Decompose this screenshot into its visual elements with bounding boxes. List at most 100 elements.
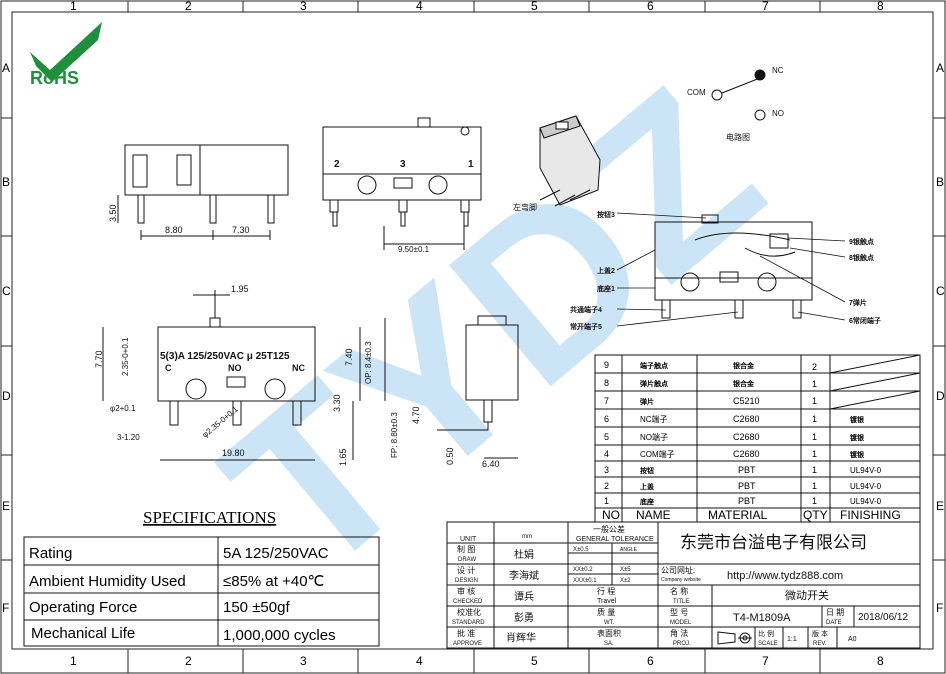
spec-value: 5A 125/250VAC bbox=[223, 545, 329, 562]
pin-label-2: 2 bbox=[334, 159, 340, 170]
dim-0-50: 0.50 bbox=[445, 447, 455, 465]
col-label: 4 bbox=[416, 0, 423, 13]
tb-scale-val: 1:1 bbox=[787, 636, 797, 643]
bom-name: 弹片 bbox=[640, 397, 654, 406]
bom-qty: 1 bbox=[812, 379, 817, 389]
pin-label-1: 1 bbox=[468, 159, 474, 170]
spec-label: Mechanical Life bbox=[31, 625, 135, 642]
row-label: C bbox=[936, 284, 945, 298]
dim-7-40: 7.40 bbox=[344, 348, 354, 366]
tb-website-label-en: Company website bbox=[661, 577, 701, 583]
tb-tol-title-en: GENERAL TOLERANCE bbox=[576, 536, 654, 543]
tb-tol: X±2 bbox=[620, 578, 631, 584]
bom-no: 5 bbox=[604, 432, 609, 442]
bom-name: 上盖 bbox=[640, 482, 654, 491]
top-view: 8.80 7.30 3.50 bbox=[108, 144, 289, 240]
spec-label: Rating bbox=[29, 545, 72, 562]
bom-name: 按钮 bbox=[640, 466, 654, 475]
label-no-terminal: 常开端子5 bbox=[570, 322, 602, 331]
bom-qty: 1 bbox=[812, 396, 817, 406]
row-label: F bbox=[936, 601, 943, 615]
specs-title: SPECIFICATIONS bbox=[143, 508, 276, 527]
bom-material: PBT bbox=[738, 481, 756, 491]
front-view: 2 3 1 9.50±0.1 bbox=[322, 117, 482, 254]
title-block-text: UNIT mm 一般公差 GENERAL TOLERANCE X±0.5 ANG… bbox=[452, 524, 908, 647]
spec-value: 150 ±50gf bbox=[223, 599, 290, 616]
dim-phi-2: φ2+0.1 bbox=[110, 404, 136, 413]
tb-check-label: 审 核 bbox=[457, 586, 475, 596]
col-label: 6 bbox=[647, 0, 654, 13]
bom-material: C2680 bbox=[733, 449, 760, 459]
tb-scale-label: 比 例 bbox=[758, 629, 774, 638]
side-view: 5(3)A 125/250VAC μ 25T125 C NO NC 1.95 7… bbox=[94, 284, 500, 469]
label-button: 按钮3 bbox=[597, 210, 615, 219]
bom-qty: 1 bbox=[812, 481, 817, 491]
marking-text: 5(3)A 125/250VAC μ 25T125 bbox=[160, 351, 290, 362]
tb-date-val: 2018/06/12 bbox=[858, 612, 908, 623]
dim-fp: FP: 8.80±0.3 bbox=[390, 412, 399, 458]
tb-proj-label: 角 法 bbox=[670, 628, 688, 638]
bom-material: PBT bbox=[738, 465, 756, 475]
col-label: 1 bbox=[70, 654, 77, 668]
specs-cells: Rating 5A 125/250VAC Ambient Humidity Us… bbox=[29, 545, 336, 644]
bom-name: COM端子 bbox=[640, 449, 675, 459]
tb-website: http://www.tydz888.com bbox=[727, 570, 843, 582]
tb-draw-name: 杜娟 bbox=[514, 548, 534, 561]
pin-label-3: 3 bbox=[400, 159, 406, 170]
tb-unit: UNIT bbox=[460, 536, 477, 543]
tb-company: 东莞市台溢电子有限公司 bbox=[680, 533, 867, 552]
tb-design-name: 李海斌 bbox=[509, 569, 539, 582]
tb-rev-val: A0 bbox=[848, 636, 857, 643]
row-label: B bbox=[936, 175, 944, 189]
dim-8-80: 8.80 bbox=[165, 225, 183, 235]
col-label: 8 bbox=[877, 654, 884, 668]
tb-approve-name: 肖辉华 bbox=[506, 631, 536, 644]
bom-no: 3 bbox=[604, 465, 609, 475]
tb-draw-label: 制 图 bbox=[457, 544, 475, 554]
dim-3-50: 3.50 bbox=[108, 204, 118, 222]
tb-date-label-en: DATE bbox=[826, 620, 842, 626]
circuit-no: NO bbox=[772, 109, 784, 118]
bom-no: 2 bbox=[604, 481, 609, 491]
label-silver-contact-9: 9银触点 bbox=[849, 237, 874, 246]
label-silver-contact-8: 8银触点 bbox=[849, 253, 874, 262]
col-label: 5 bbox=[531, 0, 538, 13]
tb-check-name: 谭兵 bbox=[514, 590, 534, 603]
col-label: 2 bbox=[185, 0, 192, 13]
col-label: 4 bbox=[416, 654, 423, 668]
bom-no: 9 bbox=[604, 360, 609, 370]
tb-draw-label-en: DRAW bbox=[458, 557, 476, 563]
col-label: 3 bbox=[300, 0, 307, 13]
col-label: 8 bbox=[877, 0, 884, 13]
tb-approve-label-en: APPROVE bbox=[453, 641, 482, 647]
tb-model-val: T4-M1809A bbox=[733, 612, 791, 624]
tb-website-label: 公司网址: bbox=[661, 565, 695, 575]
bom-no: 7 bbox=[604, 396, 609, 406]
col-label: 5 bbox=[531, 654, 538, 668]
bom-material: C5210 bbox=[733, 396, 760, 406]
label-base: 底座1 bbox=[597, 284, 615, 293]
title-block bbox=[446, 521, 921, 649]
circuit-nc: NC bbox=[772, 66, 784, 75]
tb-proj-label-en: PROJ. bbox=[673, 641, 691, 647]
bom-material: 银合金 bbox=[733, 361, 755, 370]
row-label: C bbox=[2, 284, 11, 298]
tb-approve-label: 批 准 bbox=[457, 628, 475, 638]
tb-tol-title: 一般公差 bbox=[593, 524, 625, 534]
tb-travel-label-en: Travel bbox=[597, 598, 617, 605]
bom-qty: 1 bbox=[812, 432, 817, 442]
col-label: 2 bbox=[185, 654, 192, 668]
tb-date-label: 日 期 bbox=[826, 608, 844, 617]
bom-material: C2680 bbox=[733, 414, 760, 424]
bom-header: FINISHING bbox=[840, 508, 901, 522]
rohs-logo: RoHS bbox=[30, 22, 102, 88]
specs-table bbox=[23, 536, 380, 647]
col-label: 3 bbox=[300, 654, 307, 668]
projection-icon bbox=[717, 631, 752, 645]
label-spring: 7弹片 bbox=[849, 298, 867, 307]
bom-table bbox=[594, 354, 921, 523]
dim-6-40: 6.40 bbox=[482, 459, 500, 469]
bom-qty: 1 bbox=[812, 449, 817, 459]
